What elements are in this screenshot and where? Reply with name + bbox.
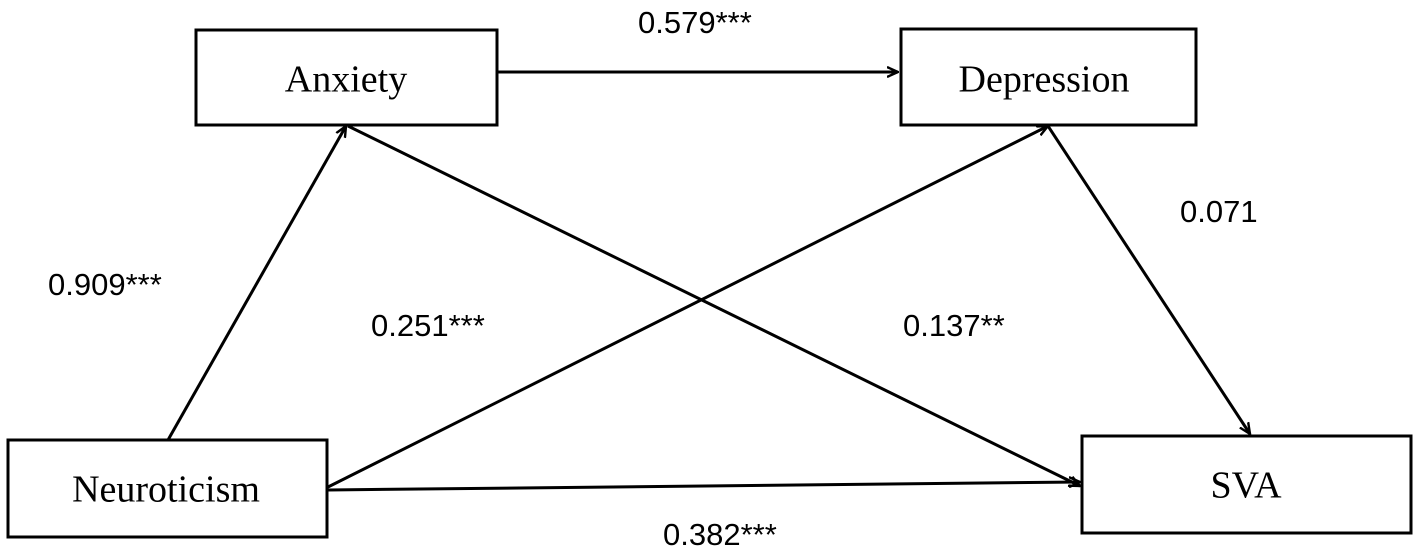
edge-neuroticism-to-sva (327, 482, 1080, 492)
node-anxiety-label: Anxiety (285, 59, 407, 101)
node-depression: Depression (899, 27, 1198, 127)
edge-anxiety-to-sva (347, 124, 1080, 488)
coef-depression-to-sva: 0.071 (1180, 194, 1258, 229)
coef-anxiety-to-depression: 0.579*** (638, 5, 752, 40)
node-sva: SVA (1080, 434, 1413, 535)
node-depression-label: Depression (959, 59, 1130, 101)
coef-neuroticism-to-depression: 0.251*** (371, 308, 485, 343)
coef-neuroticism-to-sva: 0.382*** (663, 517, 777, 552)
node-neuroticism: Neuroticism (6, 438, 329, 539)
coef-neuroticism-to-anxiety: 0.909*** (48, 267, 162, 302)
node-neuroticism-label: Neuroticism (72, 469, 260, 511)
node-anxiety: Anxiety (194, 28, 499, 127)
coef-anxiety-to-sva: 0.137** (903, 308, 1005, 343)
node-sva-label: SVA (1210, 465, 1282, 507)
edge-depression-to-sva (1046, 125, 1250, 434)
edge-neuroticism-to-depression (327, 124, 1048, 489)
edge-neuroticism-to-anxiety (166, 126, 346, 441)
